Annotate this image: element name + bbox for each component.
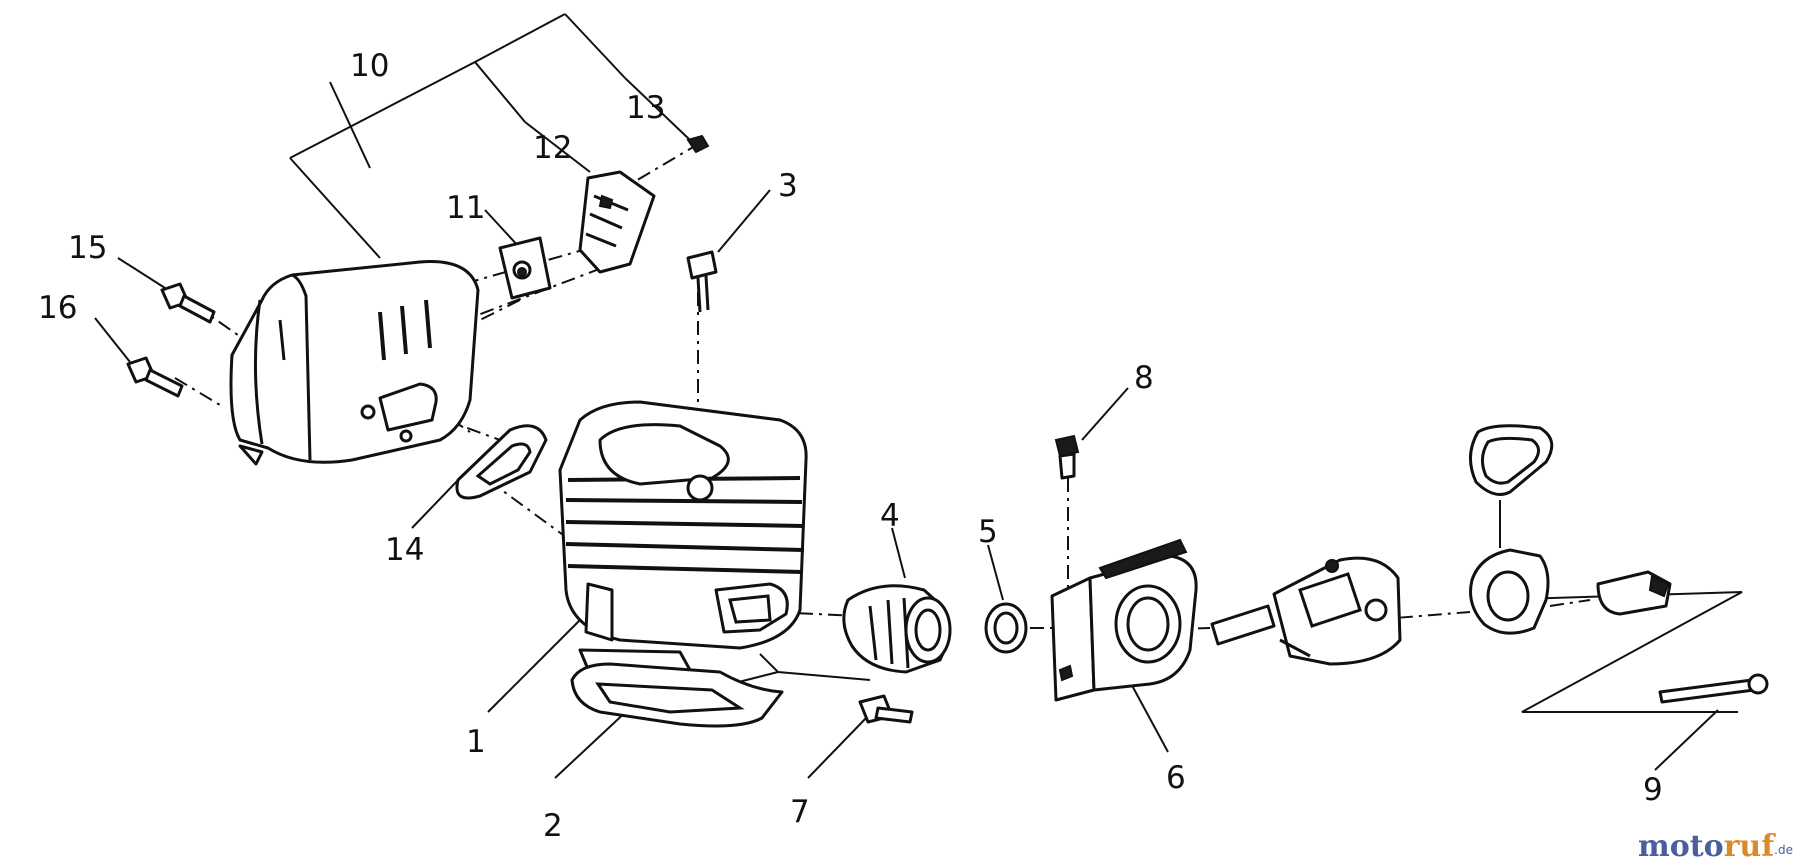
intake-bolt [858,694,914,724]
spark-arrester-screen [498,236,552,300]
cylinder [558,400,808,676]
intake-manifold [1050,538,1198,702]
callout-15: 15 [68,230,107,266]
watermark-suffix: .de [1774,843,1793,857]
leader-lines [94,13,1743,779]
watermark-part2: ruf [1724,829,1777,864]
screw-13 [686,134,710,154]
carburettor [1210,556,1402,666]
callout-13: 13 [626,90,665,126]
callout-10: 10 [350,48,389,84]
deflector [578,170,656,274]
long-bolt [1658,673,1769,704]
callout-2: 2 [543,808,563,844]
callout-4: 4 [880,498,900,534]
callout-1: 1 [466,724,486,760]
filter-adapter [1469,548,1550,635]
exhaust-gasket [455,424,548,500]
base-gasket [570,662,784,728]
callout-numbers: 10 13 12 11 3 15 16 14 1 2 7 4 5 8 6 9 [38,48,1663,844]
callout-8: 8 [1134,360,1154,396]
callout-3: 3 [778,168,798,204]
callout-6: 6 [1166,760,1186,796]
svg-text:motoruf.de: motoruf.de [1638,829,1793,864]
callout-14: 14 [385,532,424,568]
callout-11: 11 [446,190,485,226]
watermark-logo: motoruf.de [1638,829,1793,864]
choke-part [1596,570,1672,616]
callout-16: 16 [38,290,77,326]
callout-9: 9 [1643,772,1663,808]
callout-12: 12 [533,130,572,166]
callout-5: 5 [978,514,998,550]
callout-7: 7 [790,794,810,830]
intake-boot [842,584,952,674]
muffler-bolt-16 [126,356,184,398]
intake-ring [984,602,1028,654]
muffler-body [229,260,480,466]
screw-8 [1054,434,1080,480]
muffler-bolt-15 [160,282,216,324]
watermark-part1: moto [1638,829,1724,864]
filter-gasket [1469,424,1554,496]
cylinder-bolt [686,250,718,313]
